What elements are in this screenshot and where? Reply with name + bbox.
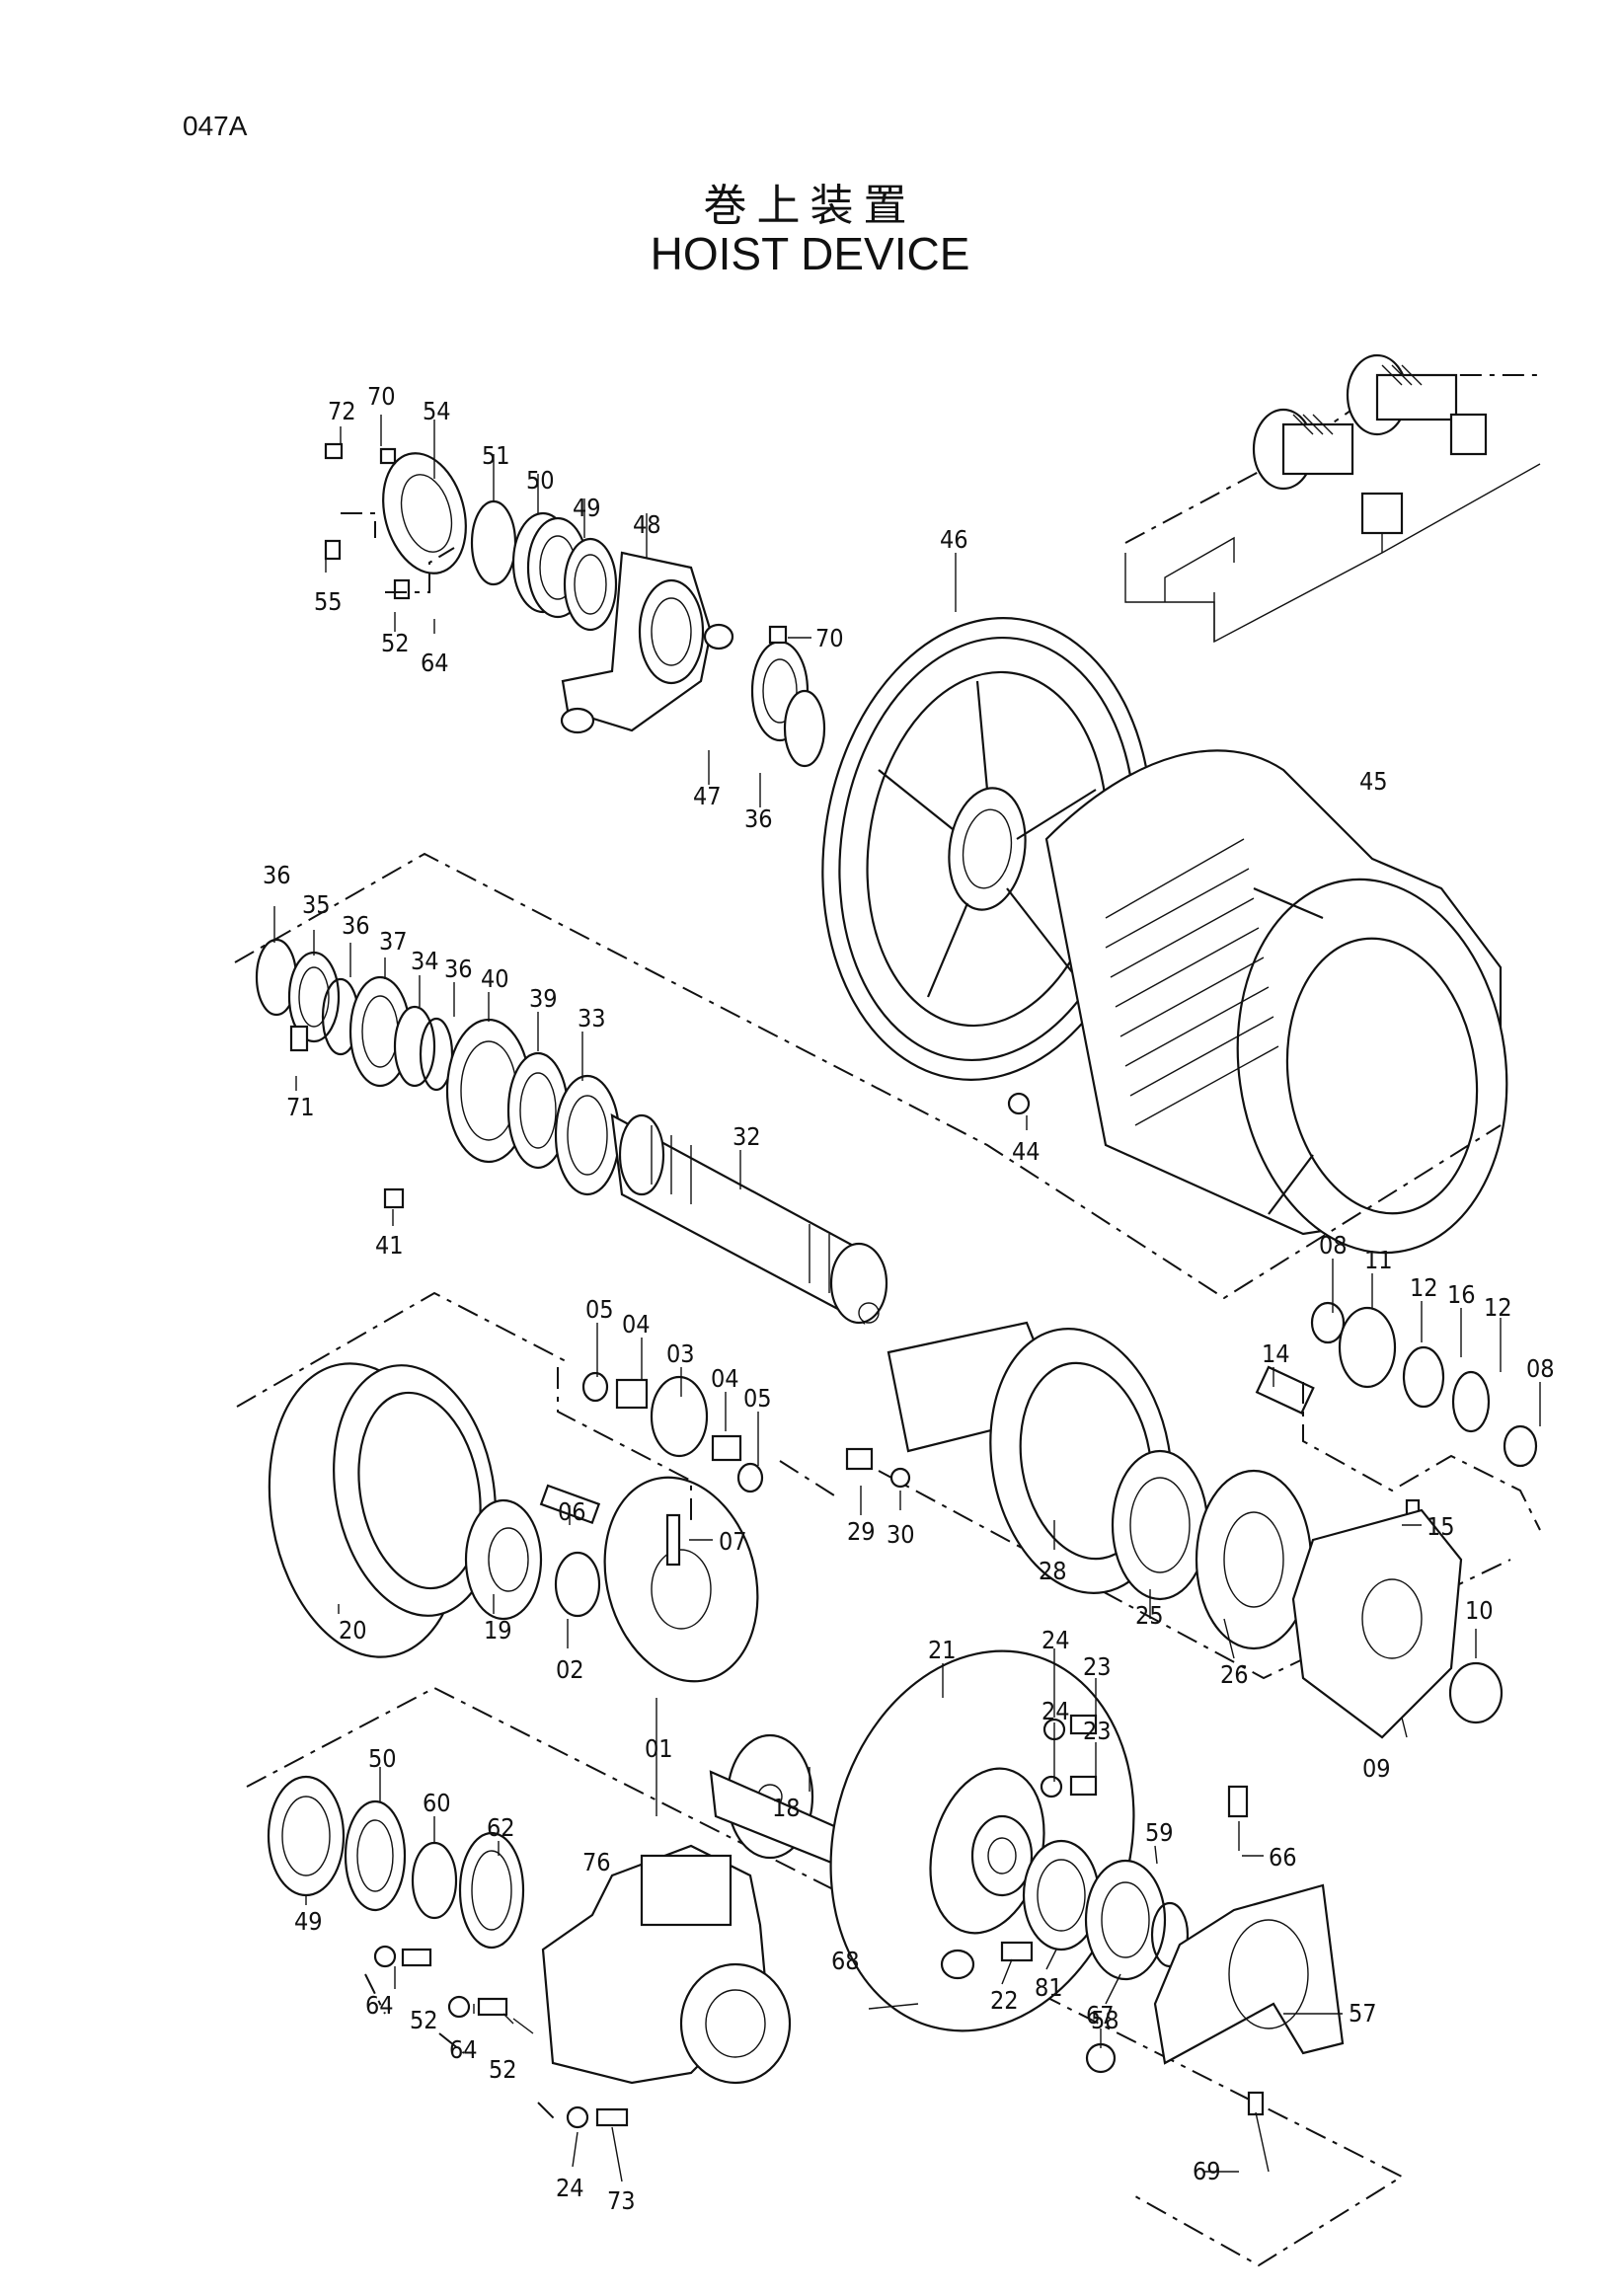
part-label-05: 05 xyxy=(743,1384,772,1413)
part-label-23: 23 xyxy=(1083,1717,1112,1745)
leader-lines xyxy=(273,415,1541,2182)
part-label-52: 52 xyxy=(381,629,410,657)
part-label-58: 58 xyxy=(1091,2006,1119,2034)
shaft-group xyxy=(255,938,888,1325)
part-label-26: 26 xyxy=(1220,1660,1249,1689)
part-label-15: 15 xyxy=(1427,1512,1455,1541)
part-label-81: 81 xyxy=(1035,1973,1063,2002)
title-japanese: 巻上装置 xyxy=(703,181,917,231)
part-label-24: 24 xyxy=(556,2174,584,2202)
part-label-67: 67 xyxy=(1086,2001,1115,2029)
part-label-52: 52 xyxy=(410,2006,438,2034)
part-label-25: 25 xyxy=(1135,1601,1164,1630)
part-label-69: 69 xyxy=(1193,2157,1221,2185)
part-label-12: 12 xyxy=(1484,1293,1512,1322)
part-label-41: 41 xyxy=(375,1231,404,1260)
part-label-70: 70 xyxy=(367,382,396,411)
part-label-23: 23 xyxy=(1083,1652,1112,1681)
part-label-50: 50 xyxy=(526,466,555,495)
upper-bearing-group xyxy=(324,442,826,768)
part-label-35: 35 xyxy=(302,890,331,919)
part-label-64: 64 xyxy=(449,2035,478,2064)
motor-group-frame xyxy=(246,1686,1405,2267)
part-label-02: 02 xyxy=(556,1655,584,1684)
part-label-50: 50 xyxy=(368,1744,397,1773)
part-label-39: 39 xyxy=(529,984,558,1013)
part-label-18: 18 xyxy=(772,1794,801,1822)
part-label-19: 19 xyxy=(484,1616,512,1645)
part-label-59: 59 xyxy=(1145,1818,1174,1847)
part-label-16: 16 xyxy=(1447,1280,1476,1309)
part-label-46: 46 xyxy=(940,525,968,554)
planetary-frame xyxy=(236,1291,1511,1680)
part-label-08: 08 xyxy=(1319,1231,1348,1260)
part-label-29: 29 xyxy=(847,1517,876,1546)
part-label-32: 32 xyxy=(733,1122,761,1151)
part-label-76: 76 xyxy=(582,1848,611,1876)
part-label-37: 37 xyxy=(379,927,408,956)
part-label-28: 28 xyxy=(1039,1557,1067,1585)
machine-inset-sketch xyxy=(1124,353,1541,644)
part-label-24: 24 xyxy=(1041,1626,1070,1654)
shaft-group-frame xyxy=(234,852,1502,1300)
part-label-24: 24 xyxy=(1041,1697,1070,1725)
part-label-45: 45 xyxy=(1359,767,1388,796)
part-label-12: 12 xyxy=(1410,1273,1438,1302)
part-label-60: 60 xyxy=(423,1789,451,1817)
part-label-64: 64 xyxy=(365,1991,394,2020)
part-label-20: 20 xyxy=(339,1616,367,1645)
part-label-10: 10 xyxy=(1465,1596,1494,1625)
part-label-68: 68 xyxy=(831,1947,860,1975)
part-label-04: 04 xyxy=(711,1364,739,1393)
part-label-22: 22 xyxy=(990,1986,1019,2015)
part-label-08: 08 xyxy=(1526,1354,1555,1383)
part-label-04: 04 xyxy=(622,1310,651,1339)
part-label-01: 01 xyxy=(645,1734,673,1763)
part-label-64: 64 xyxy=(421,649,449,677)
part-label-54: 54 xyxy=(423,397,451,425)
part-label-11: 11 xyxy=(1364,1246,1393,1274)
part-label-40: 40 xyxy=(481,964,509,993)
part-label-06: 06 xyxy=(558,1497,586,1526)
part-label-71: 71 xyxy=(286,1093,315,1121)
part-label-48: 48 xyxy=(633,510,661,539)
part-label-44: 44 xyxy=(1012,1137,1041,1166)
part-label-36: 36 xyxy=(263,861,291,889)
drum-and-gear xyxy=(821,617,1508,1255)
part-label-49: 49 xyxy=(573,494,601,522)
part-label-09: 09 xyxy=(1362,1754,1391,1783)
part-label-66: 66 xyxy=(1269,1843,1297,1872)
part-label-36: 36 xyxy=(744,804,773,833)
part-label-52: 52 xyxy=(489,2055,517,2084)
part-label-70: 70 xyxy=(815,624,844,652)
part-label-03: 03 xyxy=(666,1339,695,1368)
motor-and-housing-group xyxy=(267,1649,1345,2129)
part-label-36: 36 xyxy=(342,911,370,940)
planetary-group xyxy=(268,1301,1541,1739)
part-label-21: 21 xyxy=(928,1636,957,1664)
part-label-33: 33 xyxy=(578,1004,606,1033)
part-labels: 72 70 54 51 50 49 48 46 70 55 52 64 47 3… xyxy=(263,382,1555,2215)
part-label-72: 72 xyxy=(328,397,356,425)
part-label-47: 47 xyxy=(693,782,722,810)
part-label-07: 07 xyxy=(719,1527,747,1556)
part-label-55: 55 xyxy=(314,587,343,616)
part-label-62: 62 xyxy=(487,1813,515,1842)
part-label-05: 05 xyxy=(585,1295,614,1324)
part-label-57: 57 xyxy=(1349,1999,1377,2028)
part-label-30: 30 xyxy=(887,1520,915,1549)
part-label-36: 36 xyxy=(444,955,473,983)
part-label-34: 34 xyxy=(411,947,439,975)
page-code: 047A xyxy=(183,111,248,141)
part-label-14: 14 xyxy=(1262,1339,1290,1368)
part-label-49: 49 xyxy=(294,1907,323,1936)
part-label-51: 51 xyxy=(482,441,510,470)
title-english: HOIST DEVICE xyxy=(650,228,970,279)
part-label-73: 73 xyxy=(607,2186,636,2215)
